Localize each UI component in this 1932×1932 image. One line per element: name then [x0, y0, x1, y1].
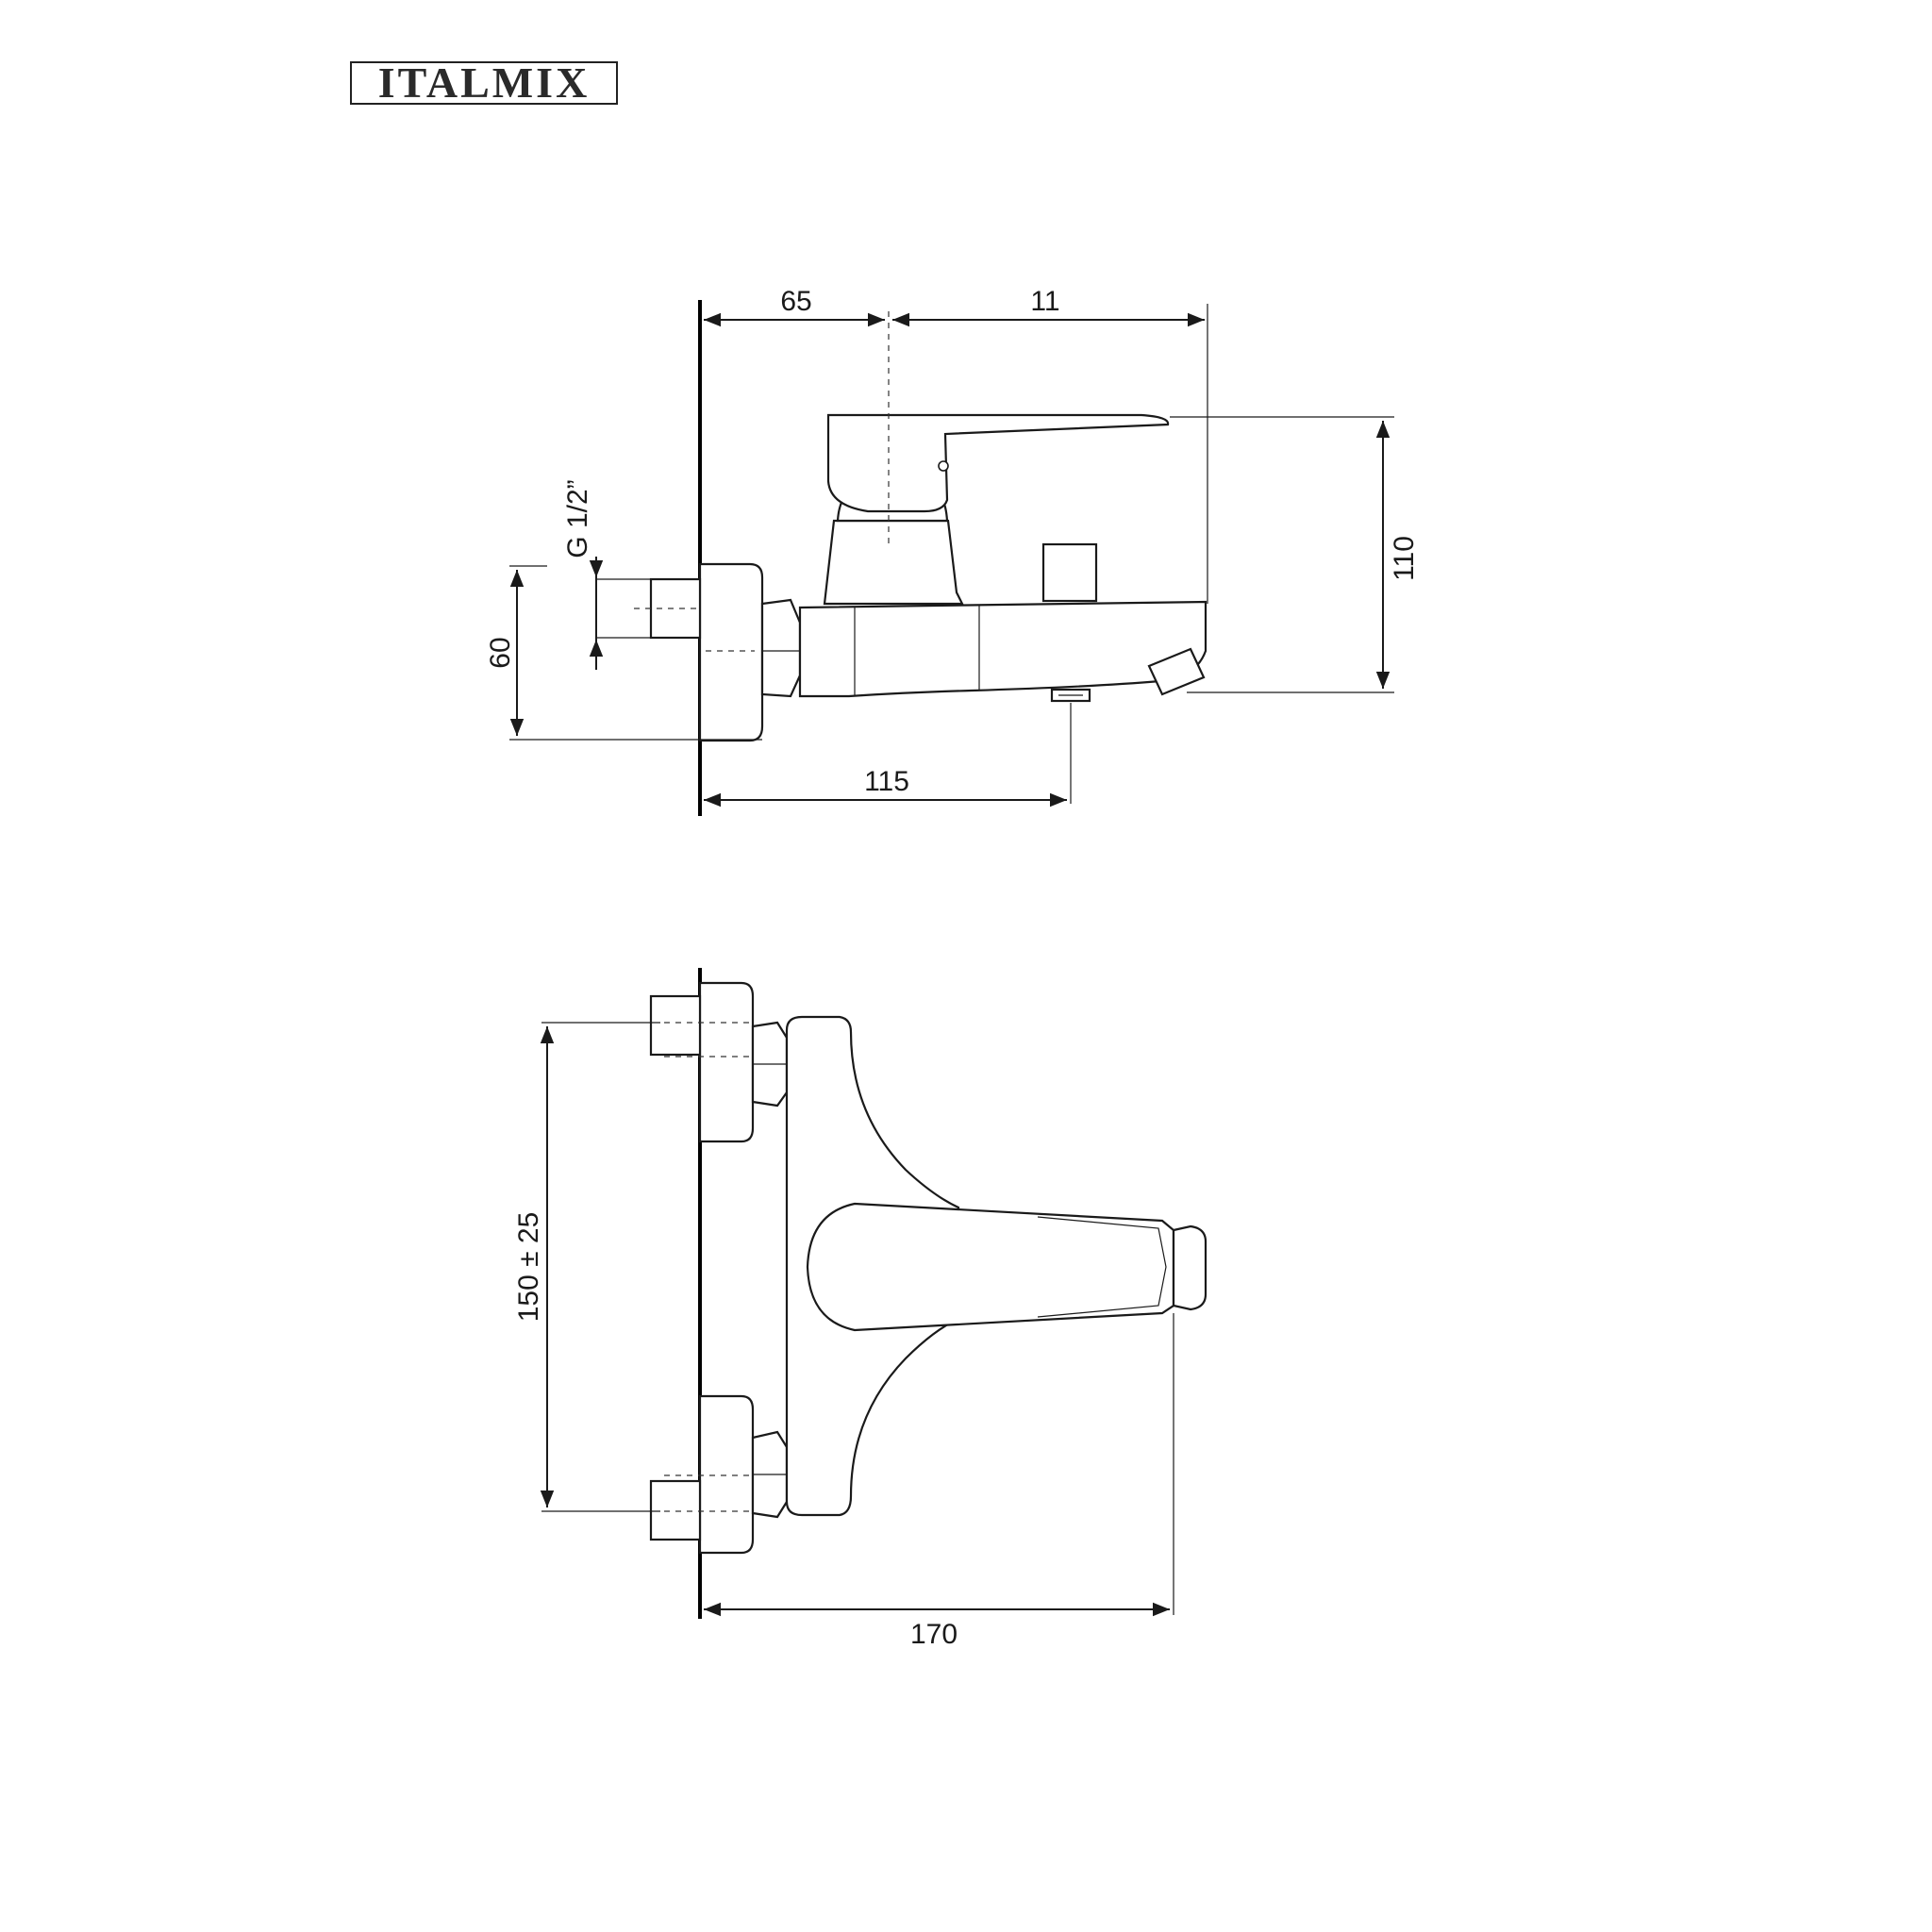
front-inlet-bottom	[649, 1479, 702, 1541]
side-cartridge-housing	[823, 519, 964, 606]
front-escutcheon-top	[698, 981, 755, 1143]
dim-150-pm-25-label: 150 ± 25	[513, 1212, 544, 1323]
dim-65-label: 65	[780, 286, 811, 317]
thread-g-half-label: G 1/2”	[562, 479, 593, 558]
front-escutcheon-bottom	[698, 1394, 755, 1555]
italmix-logo: ITALMIX	[350, 58, 618, 107]
side-spout-outlet	[1147, 647, 1206, 696]
front-lever-end-cap	[1172, 1224, 1208, 1311]
dim-170-label: 170	[910, 1619, 958, 1650]
logo-text: ITALMIX	[378, 58, 591, 107]
dim-115-label: 115	[864, 766, 909, 797]
front-view: 150 ± 25 170	[513, 968, 1208, 1650]
side-hex-nut	[760, 598, 802, 698]
dim-60-label: 60	[485, 637, 516, 668]
side-diverter-knob	[1041, 542, 1098, 603]
side-escutcheon	[698, 562, 764, 742]
side-mixer-body	[798, 600, 1208, 698]
front-lever-handle	[806, 1202, 1175, 1332]
dim-110-label: 110	[1389, 536, 1420, 581]
side-lever-handle	[826, 413, 1170, 513]
front-inlet-top	[649, 994, 702, 1057]
dim-11-label: 11	[1030, 286, 1059, 317]
side-view: 65 11 110 60 G 1/2” 115	[485, 286, 1420, 816]
